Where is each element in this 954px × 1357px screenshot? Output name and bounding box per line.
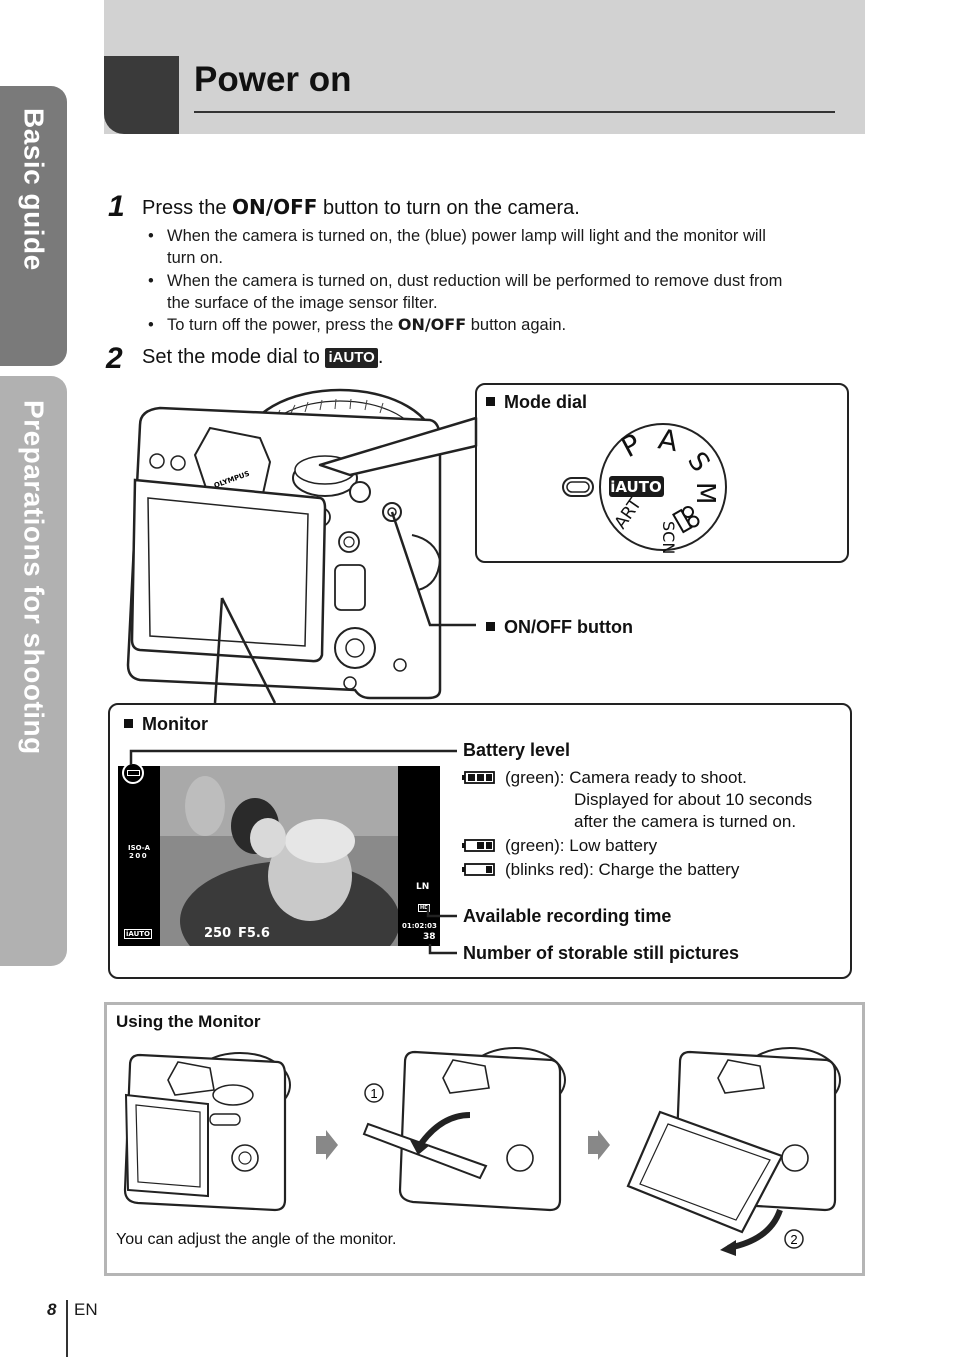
camera-open-monitor: 2 [628,1048,840,1256]
camera-tilting-monitor: 1 [364,1048,565,1210]
footer-rule [66,1300,68,1357]
marker-2: 2 [790,1232,797,1247]
marker-1: 1 [370,1086,377,1101]
camera-closed-monitor [125,1053,290,1210]
language-code: EN [74,1300,98,1320]
page-number: 8 [47,1300,56,1320]
